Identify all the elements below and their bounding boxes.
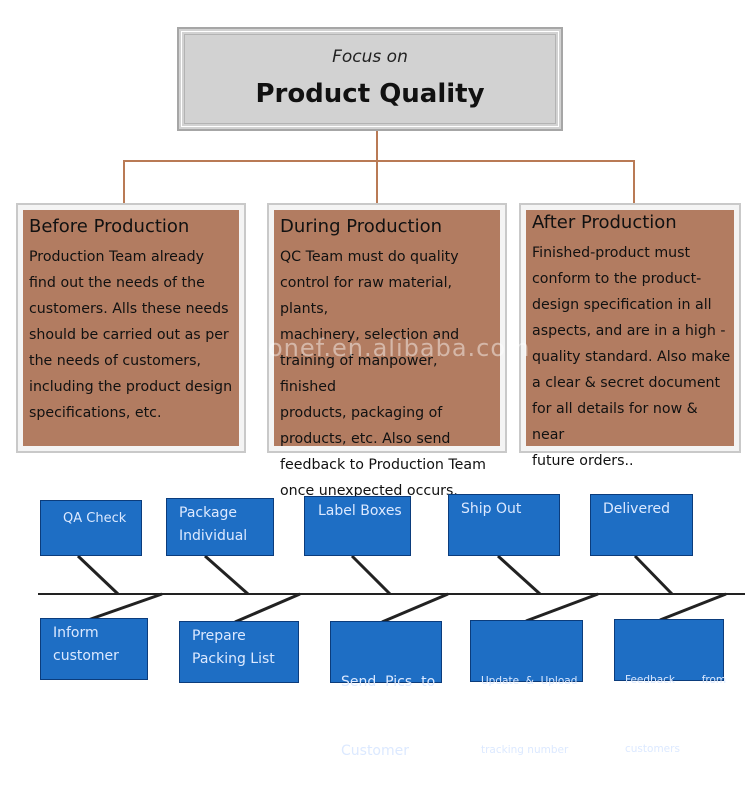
step-label: Individual [179, 528, 248, 544]
focus-subtitle: Focus on [332, 47, 408, 67]
step-label-boxes: Label Boxes [304, 496, 411, 556]
stage-description: Production Team already find out the nee… [29, 244, 237, 426]
bone-label-boxes [350, 554, 392, 596]
step-label: customers [625, 743, 680, 755]
stage-line: the needs of customers, [29, 353, 202, 369]
connector-vertical-main [376, 131, 378, 162]
stage-line: machinery, selection and [280, 327, 460, 343]
stage-line: control for raw material, plants, [280, 275, 453, 317]
bone-qa-check [76, 554, 120, 596]
stage-line: including the product design [29, 379, 233, 395]
stage-title: After Production [532, 212, 677, 233]
step-package-individual: Package Individual [166, 498, 274, 556]
watermark: onef.en.alibaba.com [268, 334, 531, 362]
stage-line: customers. Alls these needs [29, 301, 229, 317]
step-label: Prepare [192, 628, 246, 644]
bone-send-pics [381, 592, 449, 624]
stage-line: feedback to Production Team [280, 457, 486, 473]
stage-title: During Production [280, 216, 442, 237]
stage-line: a clear & secret document [532, 375, 721, 391]
connector-drop-before [123, 160, 125, 205]
stage-description: QC Team must do quality control for raw … [280, 244, 498, 504]
step-label: Send Pics to [341, 674, 436, 690]
stage-line: QC Team must do quality [280, 249, 459, 265]
connector-horizontal [123, 160, 635, 162]
step-send-pics-to-customer: Send Pics to Customer [330, 621, 442, 759]
stage-line: design specification in all [532, 297, 712, 313]
step-inform-customer: Inform customer [40, 618, 148, 680]
stage-line: Production Team already [29, 249, 204, 265]
bone-update-upload [525, 592, 599, 623]
step-feedback-from-customers: Feedback from customers [614, 619, 726, 755]
step-label: Ship Out [461, 501, 522, 517]
step-label: Package [179, 505, 238, 521]
stage-after-production: After Production Finished-product must c… [519, 203, 741, 469]
step-update-upload-tracking: Update & Upload tracking number [470, 620, 583, 756]
step-label: Delivered [603, 501, 671, 517]
stage-during-production: During Production QC Team must do qualit… [267, 203, 507, 499]
stage-line: products, etc. Also send [280, 431, 451, 447]
stage-line: products, packaging of [280, 405, 443, 421]
step-label: Customer [341, 743, 410, 759]
stage-line: should be carried out as per [29, 327, 229, 343]
bone-inform-customer [87, 592, 163, 622]
stage-line: Finished-product must [532, 245, 691, 261]
fishbone-lines [38, 554, 745, 624]
step-label: Feedback from [625, 674, 727, 686]
step-delivered: Delivered [590, 494, 693, 556]
stage-before-fill: Before Production Production Team alread… [23, 210, 239, 446]
step-qa-check: QA Check [40, 500, 142, 556]
stage-line: find out the needs of the [29, 275, 205, 291]
bone-prepare-packing-list [234, 592, 301, 624]
stage-line: for all details for now & near [532, 401, 698, 443]
stage-line: training of manpower, finished [280, 353, 438, 395]
connector-drop-during [376, 160, 378, 205]
stage-line: conform to the product- [532, 271, 702, 287]
step-label: Inform [53, 625, 99, 641]
step-label: QA Check [63, 511, 127, 526]
stage-line: specifications, etc. [29, 405, 162, 421]
step-label: customer [53, 648, 119, 664]
step-label: Packing List [192, 651, 275, 667]
stage-line: aspects, and are in a high - [532, 323, 726, 339]
bone-feedback [659, 592, 727, 622]
step-ship-out: Ship Out [448, 494, 560, 556]
stage-description: Finished-product must conform to the pro… [532, 240, 732, 474]
stage-title: Before Production [29, 216, 190, 237]
stage-during-fill: During Production QC Team must do qualit… [274, 210, 500, 499]
stage-after-fill: After Production Finished-product must c… [526, 210, 734, 469]
bone-ship-out [496, 554, 542, 596]
stage-line: future orders.. [532, 453, 634, 469]
connector-drop-after [633, 160, 635, 205]
step-prepare-packing-list: Prepare Packing List [179, 621, 299, 683]
bone-delivered [633, 554, 674, 596]
step-label: tracking number [481, 744, 569, 756]
focus-title: Product Quality [255, 79, 485, 109]
stage-before-production: Before Production Production Team alread… [16, 203, 246, 453]
stage-line: quality standard. Also make [532, 349, 731, 365]
step-label: Update & Upload [481, 675, 578, 687]
bone-package-individual [204, 554, 249, 596]
focus-box: Focus on Product Quality [177, 27, 563, 131]
step-label: Label Boxes [318, 503, 402, 519]
stage-line: once unexpected occurs. [280, 483, 458, 499]
